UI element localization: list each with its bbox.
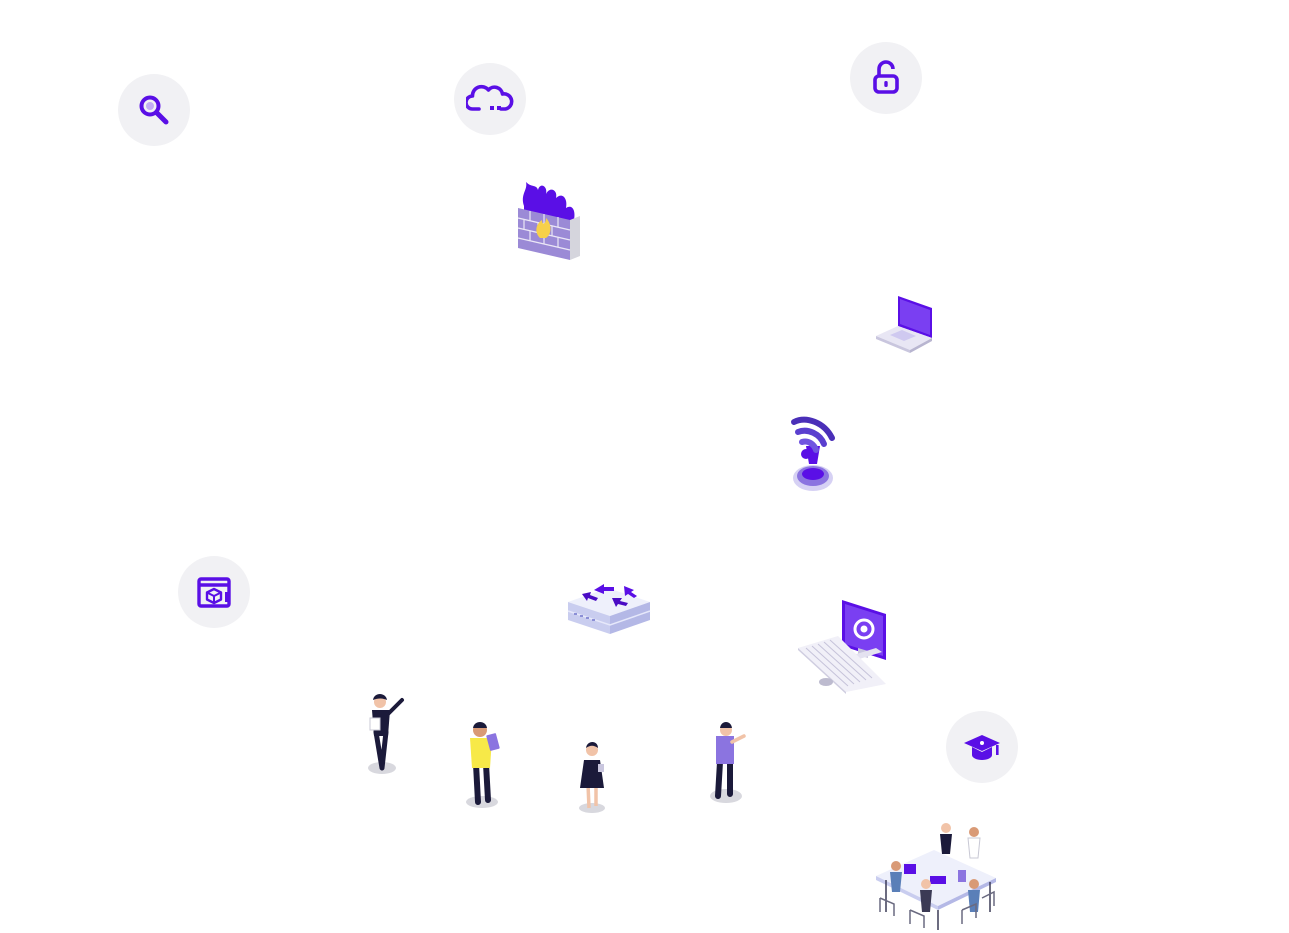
people-group-illustration: [360, 692, 760, 818]
package-button[interactable]: [178, 556, 250, 628]
desktop-computer-illustration: [796, 596, 892, 694]
firewall-illustration: [510, 180, 590, 265]
cloud-icon: [466, 84, 514, 111]
lock-icon: [873, 60, 899, 94]
router-switch-illustration: [564, 572, 654, 638]
search-icon: [139, 95, 169, 125]
search-button[interactable]: [118, 74, 190, 146]
laptop-illustration: [872, 294, 938, 356]
wifi-illustration: [784, 414, 840, 496]
cloud-button[interactable]: [454, 63, 526, 135]
education-button[interactable]: [946, 711, 1018, 783]
team-meeting-illustration: [866, 820, 1006, 933]
lock-button[interactable]: [850, 42, 922, 114]
package-window-icon: [197, 577, 231, 608]
graduation-cap-icon: [964, 735, 1000, 760]
